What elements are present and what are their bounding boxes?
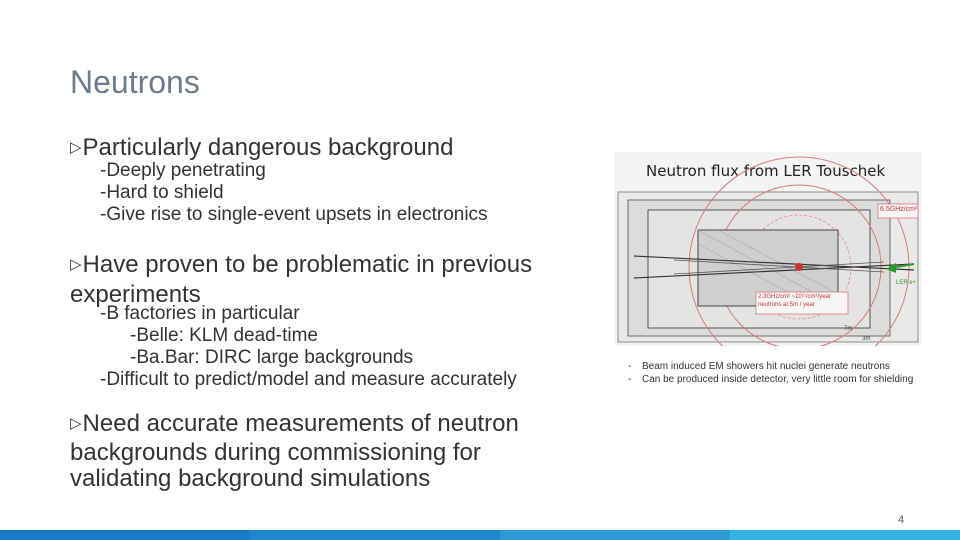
footer-segment xyxy=(500,530,730,540)
bullet-3-text-line3: validating background simulations xyxy=(70,465,431,492)
bullet-2-subs: -B factories in particular -Belle: KLM d… xyxy=(100,303,517,391)
note-dash: - xyxy=(628,361,632,372)
bullet-1-subs: -Deeply penetrating -Hard to shield -Giv… xyxy=(100,160,488,226)
sub-item: -Give rise to single-event upsets in ele… xyxy=(100,204,488,225)
bullet-1-text: Particularly dangerous background xyxy=(82,134,454,161)
page-number: 4 xyxy=(898,514,905,526)
note-text: Beam induced EM showers hit nuclei gener… xyxy=(642,361,890,372)
sub-item: -Hard to shield xyxy=(100,182,224,203)
note-item: -Can be produced inside detector, very l… xyxy=(628,373,913,386)
triangle-bullet-icon: ▷ xyxy=(70,256,82,273)
triangle-bullet-icon: ▷ xyxy=(70,415,82,432)
triangle-bullet-icon: ▷ xyxy=(70,139,82,156)
footer-segment xyxy=(250,530,500,540)
bullet-2-text-line1: Have proven to be problematic in previou… xyxy=(82,251,533,278)
note-dash: - xyxy=(628,374,632,385)
flux-label-middle-line1: 2.3GHz/cm² ~10¹¹/cm²/year xyxy=(758,294,831,300)
detector-diagram xyxy=(617,156,919,346)
bullet-3-text-line2: backgrounds during commissioning for xyxy=(70,439,481,466)
bullet-2-text-line2: experiments xyxy=(70,281,201,308)
scale-label-1: 7m xyxy=(844,326,853,332)
figure-title: Neutron flux from LER Touschek xyxy=(646,162,886,180)
bullet-3: ▷Need accurate measurements of neutron b… xyxy=(70,411,519,492)
sub-item: -Belle: KLM dead-time xyxy=(130,325,318,346)
bullet-3-text-line1: Need accurate measurements of neutron xyxy=(82,410,519,437)
sub-item: -Deeply penetrating xyxy=(100,160,266,181)
sub-item: -Ba.Bar: DIRC large backgrounds xyxy=(130,347,414,368)
bullet-2: ▷Have proven to be problematic in previo… xyxy=(70,251,532,308)
figure-notes: -Beam induced EM showers hit nuclei gene… xyxy=(628,360,913,386)
sub-item: -Difficult to predict/model and measure … xyxy=(100,369,517,390)
sub-item: -B factories in particular xyxy=(100,303,300,324)
footer-segment xyxy=(0,530,250,540)
slide-title: Neutrons xyxy=(70,64,200,100)
bullet-1: ▷Particularly dangerous background xyxy=(70,134,453,164)
footer-bar xyxy=(0,530,960,540)
scale-label-2: 3m xyxy=(862,336,871,342)
note-text: Can be produced inside detector, very li… xyxy=(642,374,914,385)
flux-label-middle-line2: neutrons at 5m / year xyxy=(758,302,815,308)
note-item: -Beam induced EM showers hit nuclei gene… xyxy=(628,360,913,373)
flux-label-top: 6.5GHz/cm² xyxy=(880,206,918,213)
footer-segment xyxy=(730,530,960,540)
neutron-flux-figure: Neutron flux from LER Touschek 6.5GHz/cm… xyxy=(614,152,922,346)
flux-label-middle: 2.3GHz/cm² ~10¹¹/cm²/year neutrons at 5m… xyxy=(758,293,831,309)
ler-beam-label: LER e+ xyxy=(896,280,917,286)
